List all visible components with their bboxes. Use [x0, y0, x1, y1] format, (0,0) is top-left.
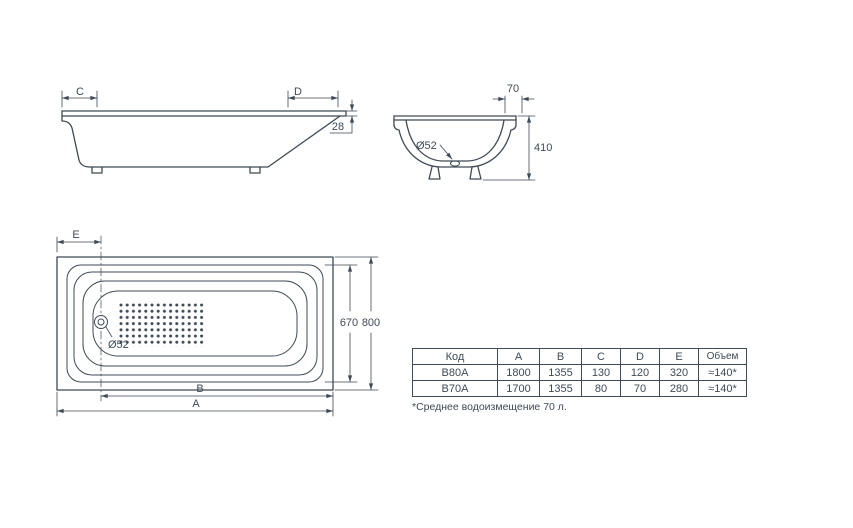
- cell-e: 320: [659, 364, 699, 381]
- col-header-code: Код: [412, 348, 498, 365]
- cell-code: B80A: [412, 364, 498, 381]
- dim-d-label: D: [294, 86, 302, 98]
- dim-800-label: 800: [362, 317, 380, 329]
- dim-800: [334, 256, 379, 391]
- end-view-foot-right: [469, 166, 482, 180]
- dim-670: [324, 264, 358, 383]
- dim-410-label: 410: [534, 142, 552, 154]
- dim-70: [492, 95, 535, 114]
- dim-28: [329, 99, 358, 134]
- cell-c: 130: [581, 364, 621, 381]
- plan-view-drain: [94, 315, 113, 338]
- side-view-foot-right: [249, 166, 261, 174]
- dim-d: [287, 90, 339, 108]
- dim-a-label: A: [192, 398, 200, 410]
- end-view-foot-left: [428, 166, 441, 180]
- side-view-foot-left: [91, 166, 103, 174]
- col-header-a: A: [497, 348, 540, 365]
- spec-table-container: Код A B C D E Объем B80A 1800 1355 130 1…: [412, 348, 747, 397]
- dim-28-label: 28: [332, 121, 344, 133]
- end-view-drain: [450, 160, 460, 167]
- drain-leader: [439, 144, 453, 160]
- cell-d: 70: [620, 380, 660, 397]
- col-header-d: D: [620, 348, 660, 365]
- anti-slip-dots: [118, 302, 206, 347]
- dim-c: [61, 90, 98, 108]
- col-header-c: C: [581, 348, 621, 365]
- col-header-volume: Объем: [698, 348, 747, 365]
- dim-70-label: 70: [507, 83, 519, 95]
- cell-c: 80: [581, 380, 621, 397]
- table-row: B70A 1700 1355 80 70 280 ≈140*: [412, 380, 747, 397]
- side-view: [61, 90, 358, 174]
- dim-670-label: 670: [340, 317, 358, 329]
- dim-a: [56, 391, 334, 417]
- cell-a: 1700: [497, 380, 540, 397]
- dim-e-label: E: [72, 229, 79, 241]
- dim-410: [482, 115, 536, 181]
- cell-volume: ≈140*: [698, 364, 747, 381]
- cell-d: 120: [620, 364, 660, 381]
- cell-b: 1355: [539, 364, 582, 381]
- spec-table: Код A B C D E Объем B80A 1800 1355 130 1…: [412, 348, 747, 397]
- side-view-tub-outline: [61, 110, 347, 174]
- cell-b: 1355: [539, 380, 582, 397]
- plan-view-tub-outline: [56, 256, 334, 391]
- cell-volume: ≈140*: [698, 380, 747, 397]
- cell-e: 280: [659, 380, 699, 397]
- table-row: B80A 1800 1355 130 120 320 ≈140*: [412, 364, 747, 381]
- footnote: *Среднее водоизмещение 70 л.: [412, 401, 567, 413]
- dim-e: [56, 236, 102, 253]
- table-header-row: Код A B C D E Объем: [412, 348, 747, 365]
- plan-view: [56, 235, 379, 417]
- cell-code: B70A: [412, 380, 498, 397]
- end-view-tub-outline: [393, 115, 517, 180]
- plan-view-drain-label: Ø52: [108, 339, 129, 351]
- end-view-drain-label: Ø52: [416, 140, 437, 152]
- end-view: [393, 95, 536, 181]
- cell-a: 1800: [497, 364, 540, 381]
- dim-b-label: B: [196, 383, 203, 395]
- col-header-e: E: [659, 348, 699, 365]
- dim-c-label: C: [76, 86, 84, 98]
- col-header-b: B: [539, 348, 582, 365]
